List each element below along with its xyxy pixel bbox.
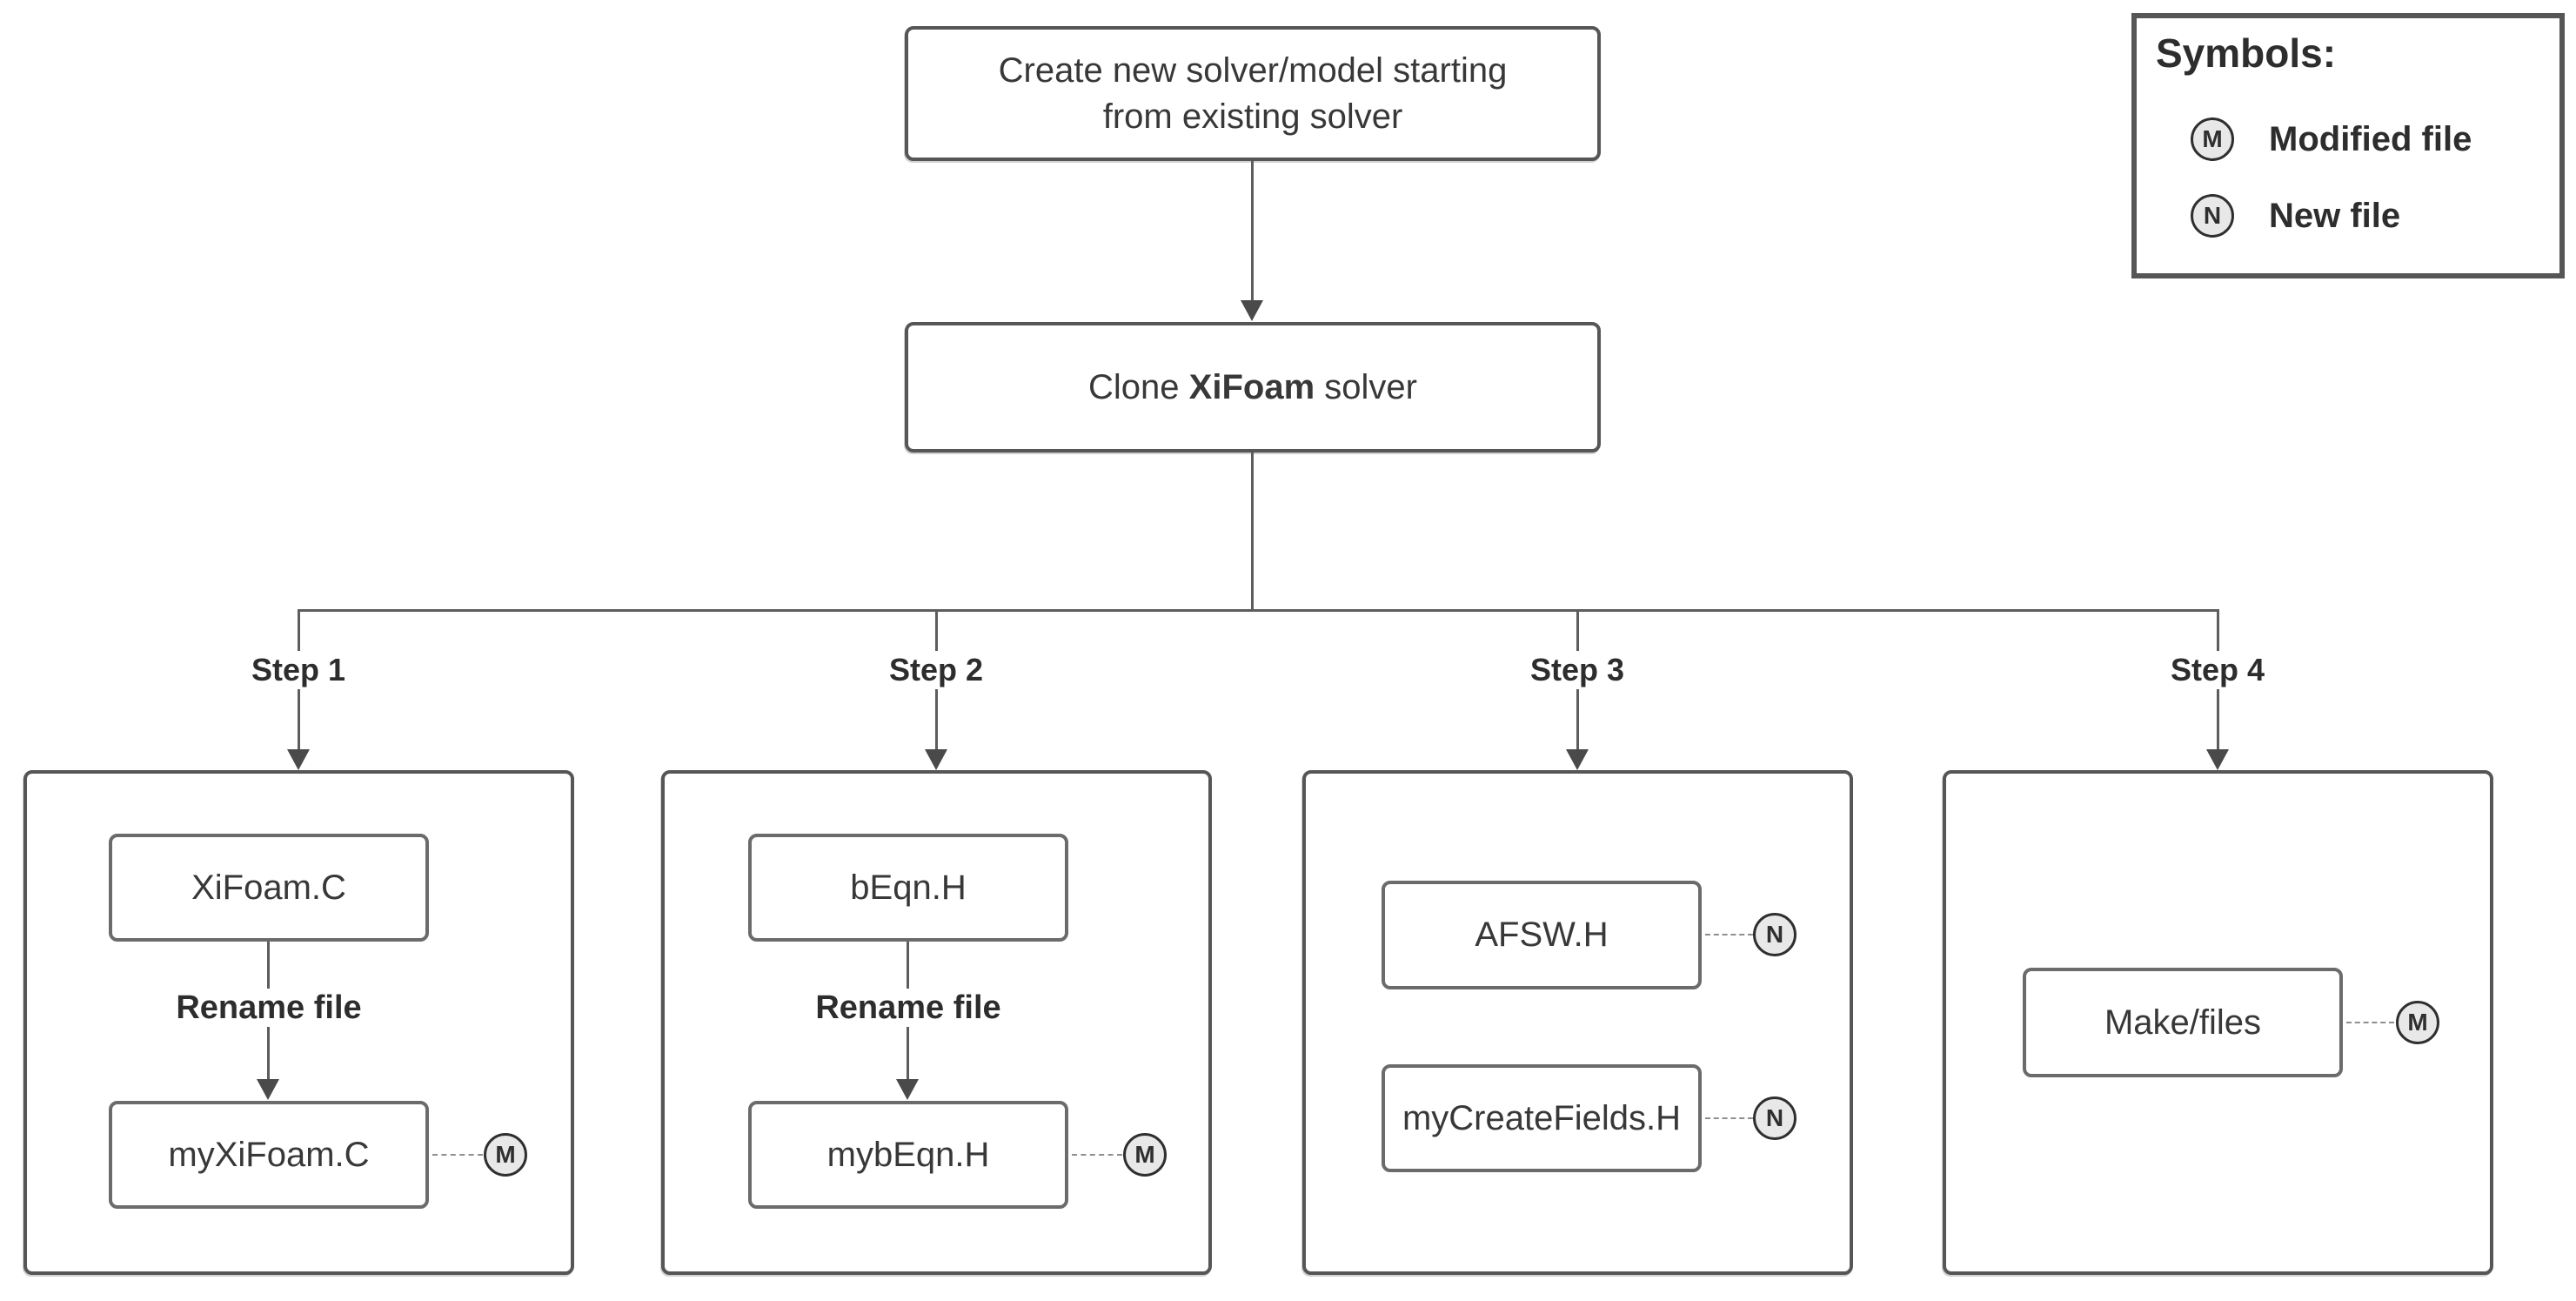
step3-createfields-file-box: myCreateFields.H (1382, 1064, 1702, 1172)
step1-source-file-label: XiFoam.C (191, 868, 346, 907)
step1-rename-arrowhead (257, 1079, 279, 1100)
step2-source-file-label: bEqn.H (850, 868, 967, 907)
step3-afsw-badge-connector (1705, 934, 1753, 936)
arrowhead-create-to-clone (1241, 300, 1263, 321)
connector-create-to-clone (1251, 161, 1254, 300)
step4-badge-connector (2346, 1022, 2394, 1023)
step4-label: Step 4 (2159, 651, 2276, 689)
step4-modified-badge: M (2396, 1001, 2439, 1044)
node-create-new-solver: Create new solver/model starting from ex… (905, 26, 1601, 161)
arrowhead-step4 (2206, 749, 2229, 770)
step3-afsw-file-box: AFSW.H (1382, 881, 1702, 989)
clone-label-prefix: Clone (1088, 367, 1189, 406)
step1-badge-connector (432, 1154, 483, 1156)
step3-afsw-file-label: AFSW.H (1475, 915, 1609, 954)
symbols-legend: Symbols: M Modified file N New file (2131, 13, 2565, 278)
step2-modified-badge: M (1123, 1133, 1167, 1177)
legend-title: Symbols: (2156, 30, 2337, 76)
step2-result-file-box: mybEqn.H (748, 1101, 1068, 1209)
step4-makefiles-file-label: Make/files (2104, 1003, 2262, 1042)
step1-source-file-box: XiFoam.C (109, 834, 429, 942)
step2-badge-connector (1072, 1154, 1122, 1156)
legend-new-label: New file (2269, 197, 2401, 235)
trunk-line (1251, 453, 1254, 611)
arrowhead-step3 (1566, 749, 1589, 770)
step3-createfields-file-label: myCreateFields.H (1402, 1098, 1682, 1137)
step1-result-file-label: myXiFoam.C (168, 1135, 370, 1174)
step2-rename-arrowhead (896, 1079, 919, 1100)
step3-label: Step 3 (1519, 651, 1636, 689)
step2-result-file-label: mybEqn.H (826, 1135, 990, 1174)
step1-action-label: Rename file (165, 989, 372, 1027)
step1-result-file-box: myXiFoam.C (109, 1101, 429, 1209)
legend-new-badge: N (2191, 194, 2234, 238)
step3-afsw-new-badge: N (1753, 913, 1797, 956)
branch-rail-line (298, 609, 2219, 612)
node-create-label: Create new solver/model starting from ex… (998, 50, 1508, 136)
node-clone-xifoam: Clone XiFoam solver (905, 322, 1601, 453)
arrowhead-step1 (287, 749, 310, 770)
clone-label-suffix: solver (1315, 367, 1417, 406)
step2-label: Step 2 (878, 651, 994, 689)
legend-modified-label: Modified file (2269, 120, 2472, 158)
clone-label-emphasis: XiFoam (1188, 367, 1315, 406)
legend-modified-badge: M (2191, 117, 2234, 161)
arrowhead-step2 (925, 749, 947, 770)
node-clone-label: Clone XiFoam solver (1088, 365, 1417, 411)
step3-container (1302, 770, 1853, 1275)
step1-modified-badge: M (484, 1133, 527, 1177)
step3-createfields-new-badge: N (1753, 1096, 1797, 1140)
step2-action-label: Rename file (805, 989, 1012, 1027)
step1-label: Step 1 (240, 651, 357, 689)
step4-makefiles-file-box: Make/files (2023, 968, 2343, 1077)
step2-source-file-box: bEqn.H (748, 834, 1068, 942)
step3-createfields-badge-connector (1705, 1117, 1753, 1119)
